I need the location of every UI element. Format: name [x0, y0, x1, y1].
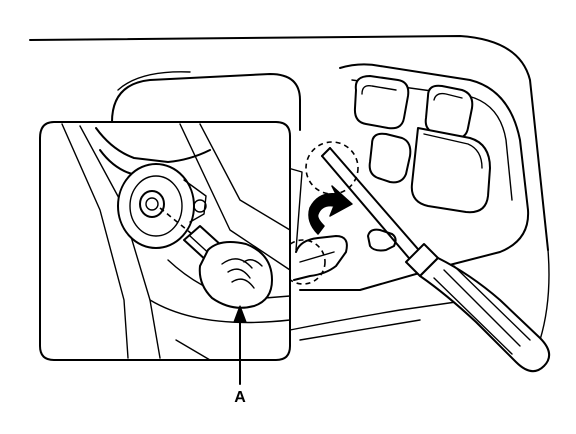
callout-arrowhead-icon — [233, 305, 247, 323]
flat-screwdriver — [321, 147, 551, 373]
callout-label: A — [234, 389, 246, 406]
rotation-arrow-icon — [308, 185, 353, 235]
center-console-panel — [299, 63, 530, 291]
switch-opening-middle-right — [410, 127, 491, 214]
key-insertion-guide-line — [159, 207, 193, 235]
dashboard-outline — [29, 35, 550, 341]
inset-detail-panel — [39, 121, 291, 361]
callout-a: A — [233, 305, 247, 406]
switch-opening-lower — [367, 228, 397, 252]
trim-cover-clip — [287, 167, 348, 281]
switch-opening-middle-left — [368, 132, 412, 184]
removal-point-circle-lower — [280, 239, 326, 285]
switch-opening-upper-left — [353, 75, 410, 130]
ignition-key-icon — [183, 225, 273, 309]
ignition-key-cylinder — [117, 163, 207, 249]
